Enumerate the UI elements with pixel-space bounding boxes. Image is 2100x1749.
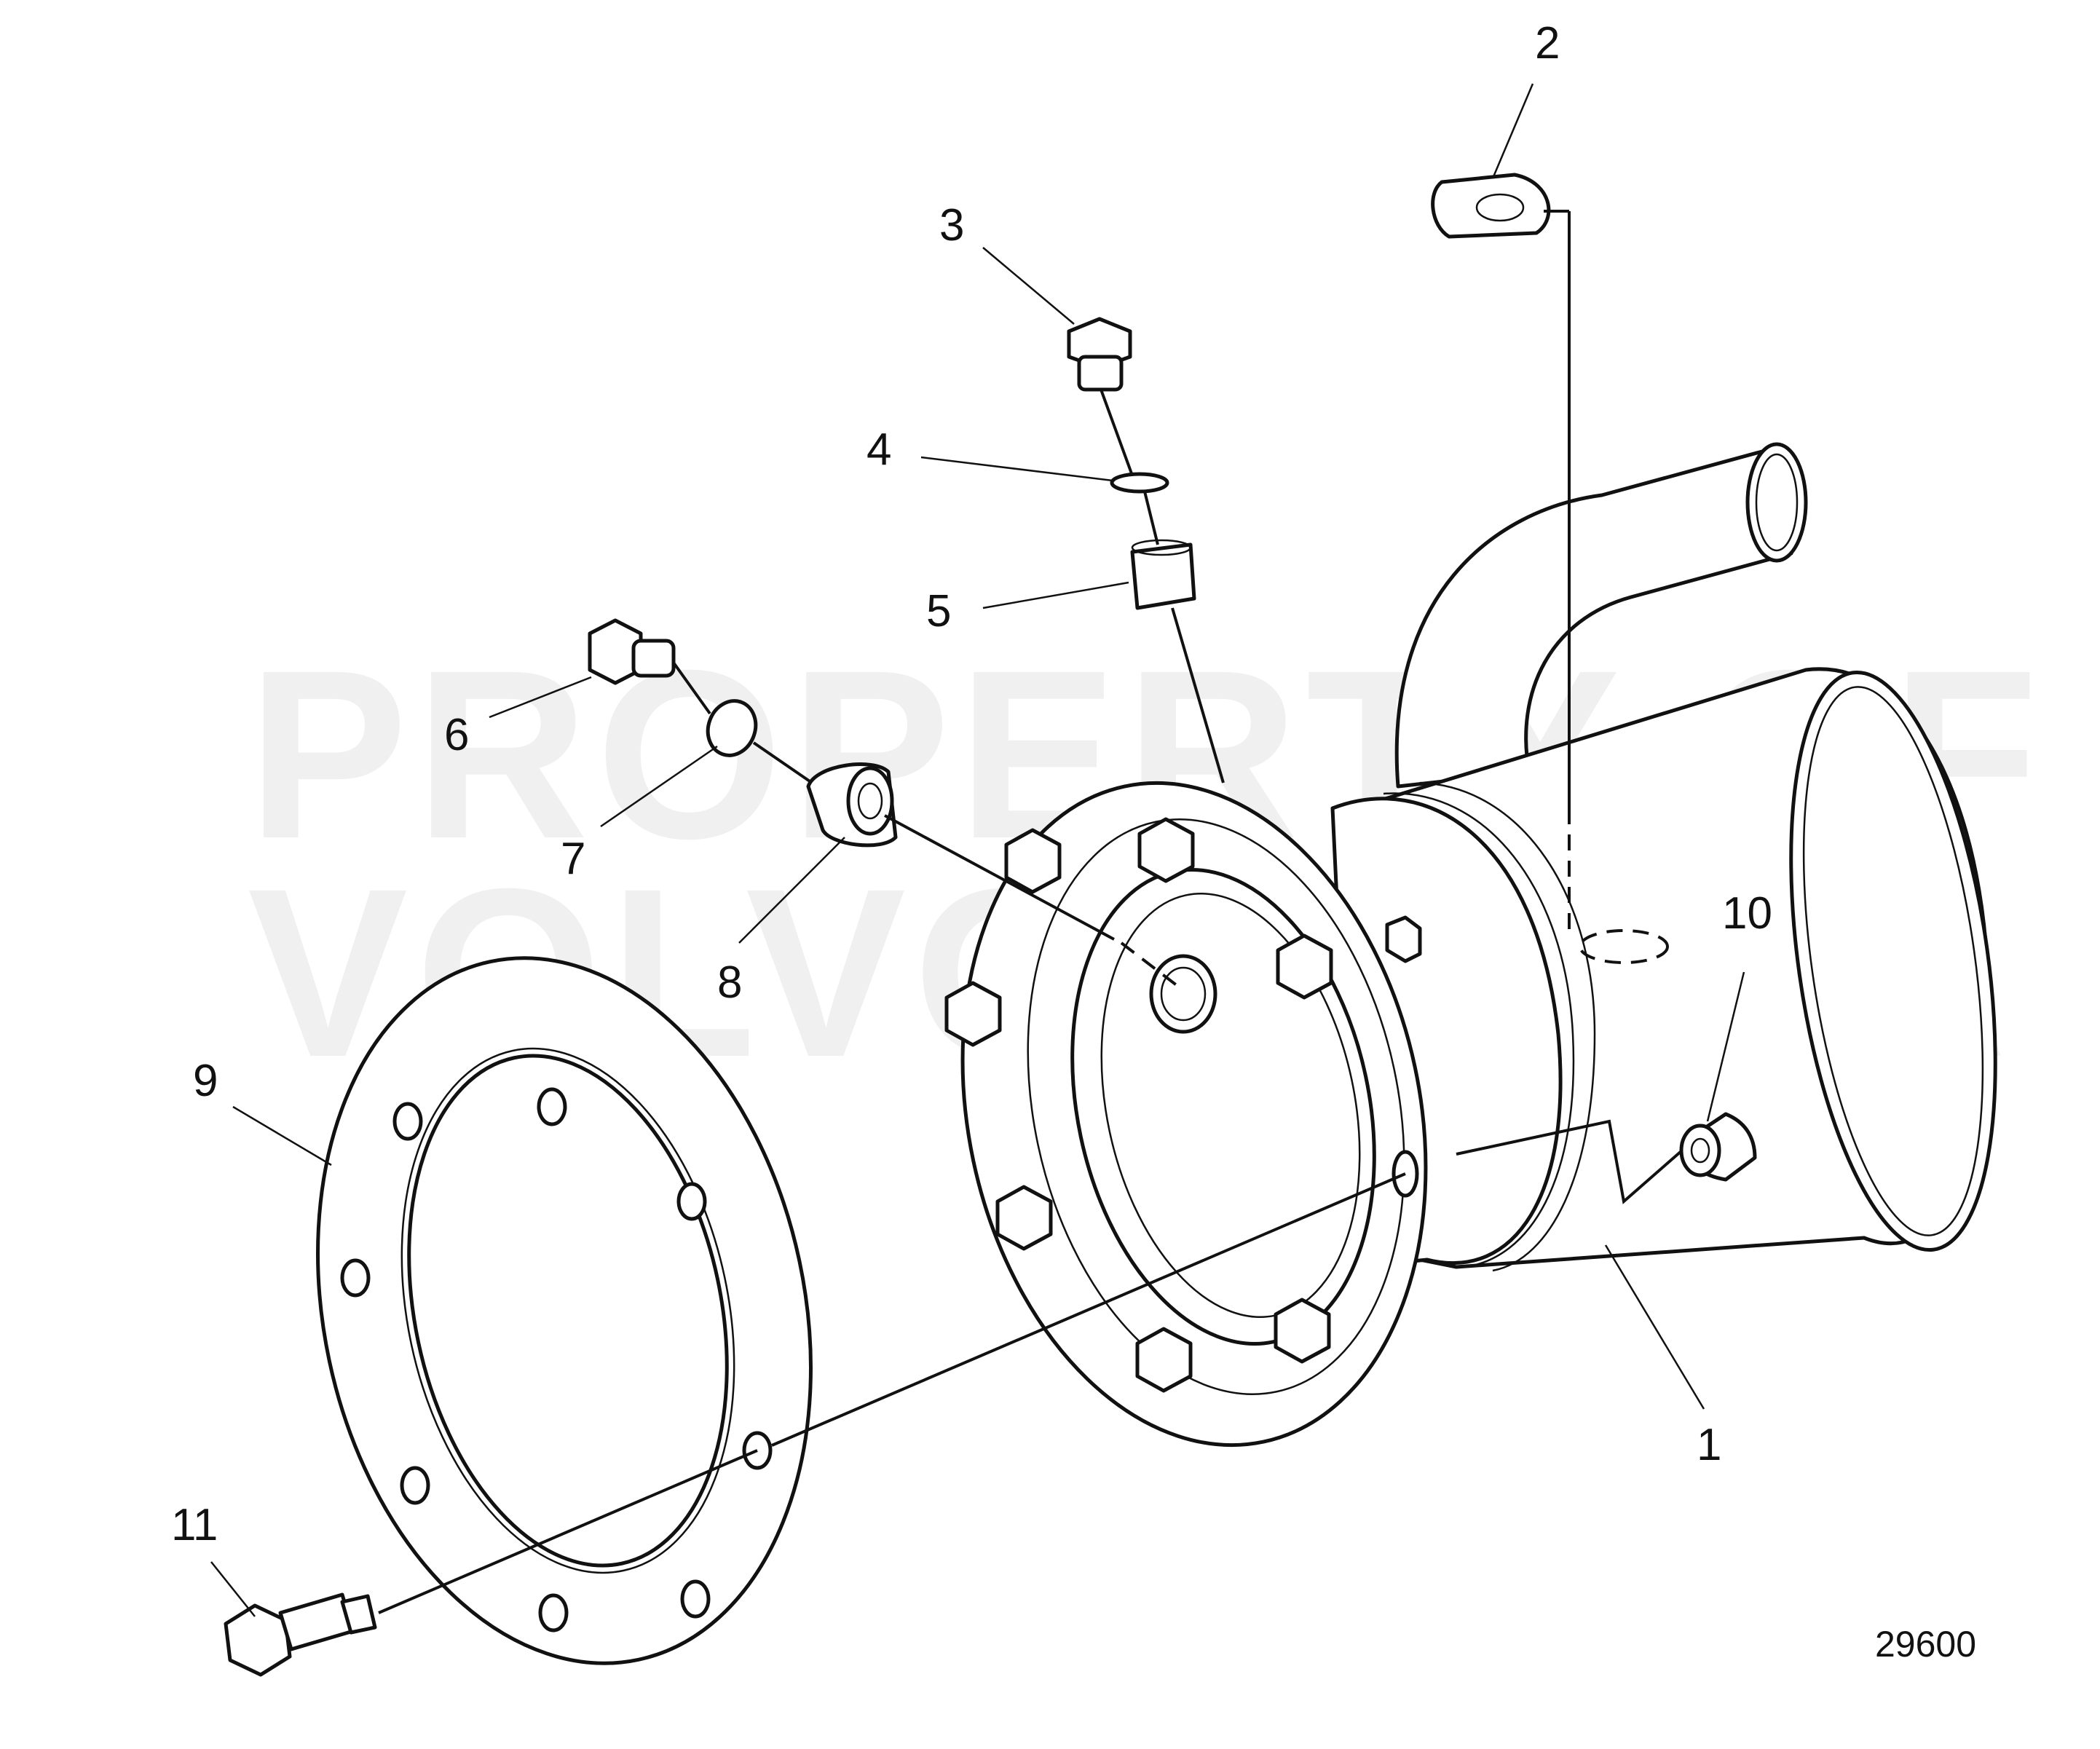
part-3-plug (1067, 317, 1132, 392)
callout-1: 1 (1697, 1420, 1721, 1470)
callout-4: 4 (867, 425, 891, 475)
part-6-drain-plug (588, 618, 676, 685)
part-11-bolt (224, 1592, 377, 1677)
assembly-lines (378, 210, 1683, 1614)
callout-labels: 2 3 4 5 6 7 8 9 10 1 11 (171, 18, 1772, 1550)
callout-11: 11 (171, 1500, 218, 1550)
callout-3: 3 (939, 200, 964, 250)
callout-6: 6 (444, 710, 469, 760)
leader-lines (210, 83, 1745, 1617)
callout-7: 7 (561, 834, 585, 884)
callout-9: 9 (193, 1056, 218, 1106)
part-9-gasket (316, 956, 813, 1665)
callout-5: 5 (926, 586, 951, 636)
part-5-adapter (1130, 539, 1196, 610)
part-1-exhaust-elbow (944, 442, 1997, 1448)
callout-10: 10 (1722, 888, 1772, 939)
figure-number: 29600 (1875, 1624, 1976, 1665)
callout-8: 8 (717, 958, 742, 1008)
part-2-clamp (1431, 173, 1551, 239)
flange-bolts (944, 817, 1422, 1393)
part-7-o-ring (706, 699, 758, 757)
part-8-nipple (806, 762, 898, 848)
part-4-washer (1110, 472, 1169, 494)
callout-2: 2 (1535, 18, 1560, 68)
